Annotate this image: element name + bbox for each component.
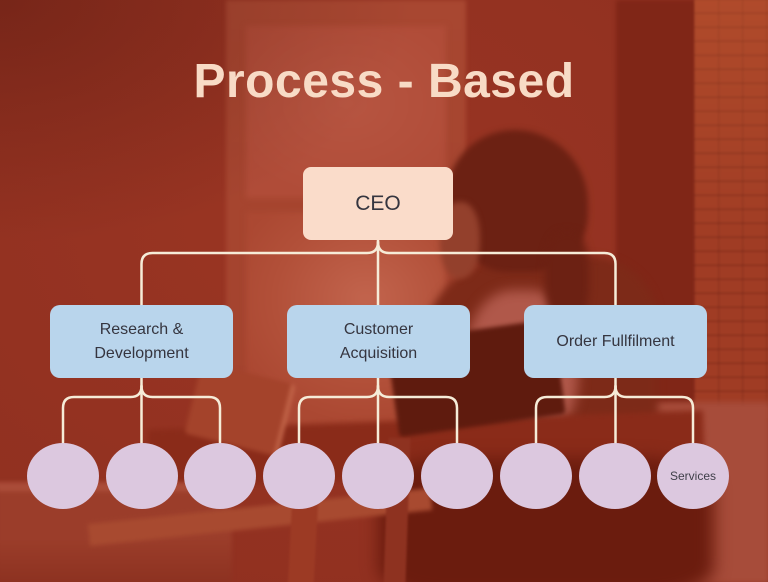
org-leaf-circle xyxy=(263,443,335,509)
org-node-ceo: CEO xyxy=(303,167,453,240)
org-node-customer-acquisition-label: Customer Acquisition xyxy=(339,321,418,362)
org-node-ceo-label: CEO xyxy=(355,191,401,215)
org-leaf-circle xyxy=(342,443,414,509)
org-node-order-fullfilment: Order Fullfilment xyxy=(524,305,707,378)
org-leaf-services-label: Services xyxy=(669,469,716,483)
org-node-order-fullfilment-label: Order Fullfilment xyxy=(556,332,675,350)
org-node-research-development-label: Research & Development xyxy=(94,321,189,362)
org-leaf-circle xyxy=(500,443,572,509)
page-title: Process - Based xyxy=(193,55,575,108)
org-leaf-circle-services: Services xyxy=(657,443,729,509)
org-leaf-circle xyxy=(579,443,651,509)
org-leaf-circle xyxy=(184,443,256,509)
org-leaf-circle xyxy=(106,443,178,509)
org-leaf-circle xyxy=(27,443,99,509)
org-node-research-development: Research & Development xyxy=(50,305,233,378)
org-node-customer-acquisition: Customer Acquisition xyxy=(287,305,470,378)
org-leaf-circle xyxy=(421,443,493,509)
